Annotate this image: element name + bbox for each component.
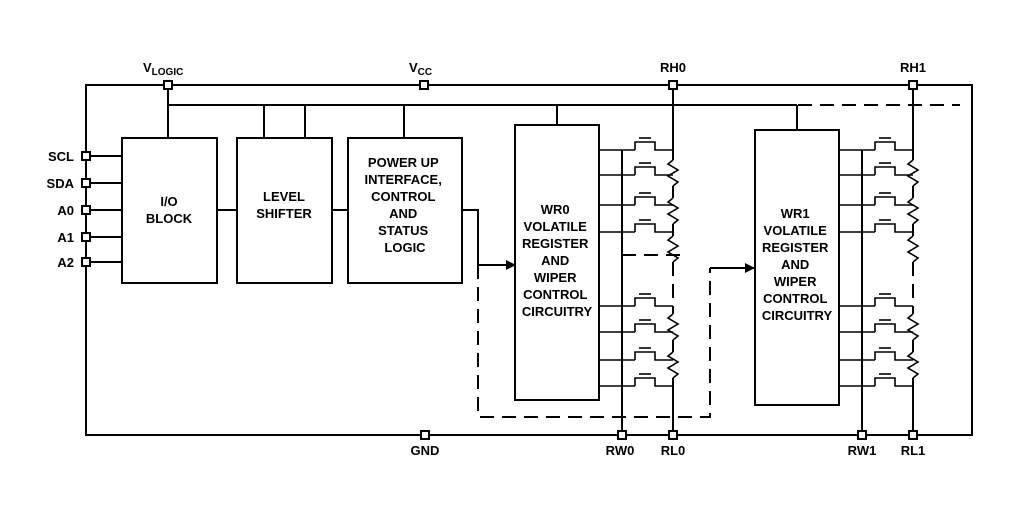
potentiometer-0 <box>599 85 680 435</box>
bus-connections <box>86 155 516 270</box>
switch-array-1 <box>874 137 913 387</box>
wiper-switch <box>634 141 673 151</box>
pin-rh0 <box>668 80 678 90</box>
pin-a2 <box>81 257 91 267</box>
wiper-switch <box>874 196 913 206</box>
io-block <box>121 137 218 284</box>
pin-rl0 <box>668 430 678 440</box>
wiper-switch <box>874 297 913 307</box>
label-rl0: RL0 <box>661 443 686 458</box>
label-scl: SCL <box>48 149 74 164</box>
wiper-switch <box>634 196 673 206</box>
switch-array-0 <box>634 137 673 387</box>
wiper-switch <box>634 351 673 361</box>
wiper-switch <box>634 166 673 176</box>
pin-vcc <box>419 80 429 90</box>
pin-rw1 <box>857 430 867 440</box>
wiper-switch <box>874 223 913 233</box>
pin-rl1 <box>908 430 918 440</box>
pin-vlogic <box>163 80 173 90</box>
label-a1: A1 <box>57 230 74 245</box>
wiper-switch <box>634 323 673 333</box>
power-up-logic-label: POWER UP INTERFACE, CONTROL AND STATUS L… <box>365 155 446 255</box>
potentiometer-1 <box>839 85 920 435</box>
label-gnd: GND <box>411 443 440 458</box>
label-vlogic: VLOGIC <box>143 60 183 78</box>
wiper-switch <box>634 223 673 233</box>
wr1-block <box>754 129 840 406</box>
label-sda: SDA <box>47 176 75 191</box>
wiper-switch <box>634 377 673 387</box>
label-rw1: RW1 <box>848 443 877 458</box>
supply-bus <box>167 85 798 138</box>
label-rh1: RH1 <box>900 60 926 75</box>
wiper-switch <box>874 141 913 151</box>
label-rl1: RL1 <box>901 443 926 458</box>
wr1-label: WR1 VOLATILE REGISTER AND WIPER CONTROL … <box>762 206 833 323</box>
label-rh0: RH0 <box>660 60 686 75</box>
label-rw0: RW0 <box>606 443 635 458</box>
pin-gnd <box>420 430 430 440</box>
label-vcc: VCC <box>409 60 432 78</box>
pin-rh1 <box>908 80 918 90</box>
pin-rw0 <box>617 430 627 440</box>
wiper-switch <box>874 351 913 361</box>
wr0-label: WR0 VOLATILE REGISTER AND WIPER CONTROL … <box>522 202 593 319</box>
pin-a1 <box>81 232 91 242</box>
wiper-switch <box>634 297 673 307</box>
level-shifter-block <box>236 137 333 284</box>
label-a2: A2 <box>57 255 74 270</box>
wiper-switch <box>874 377 913 387</box>
wiper-switch <box>874 166 913 176</box>
pin-scl <box>81 151 91 161</box>
pin-sda <box>81 178 91 188</box>
label-a0: A0 <box>57 203 74 218</box>
wiper-switch <box>874 323 913 333</box>
pin-a0 <box>81 205 91 215</box>
